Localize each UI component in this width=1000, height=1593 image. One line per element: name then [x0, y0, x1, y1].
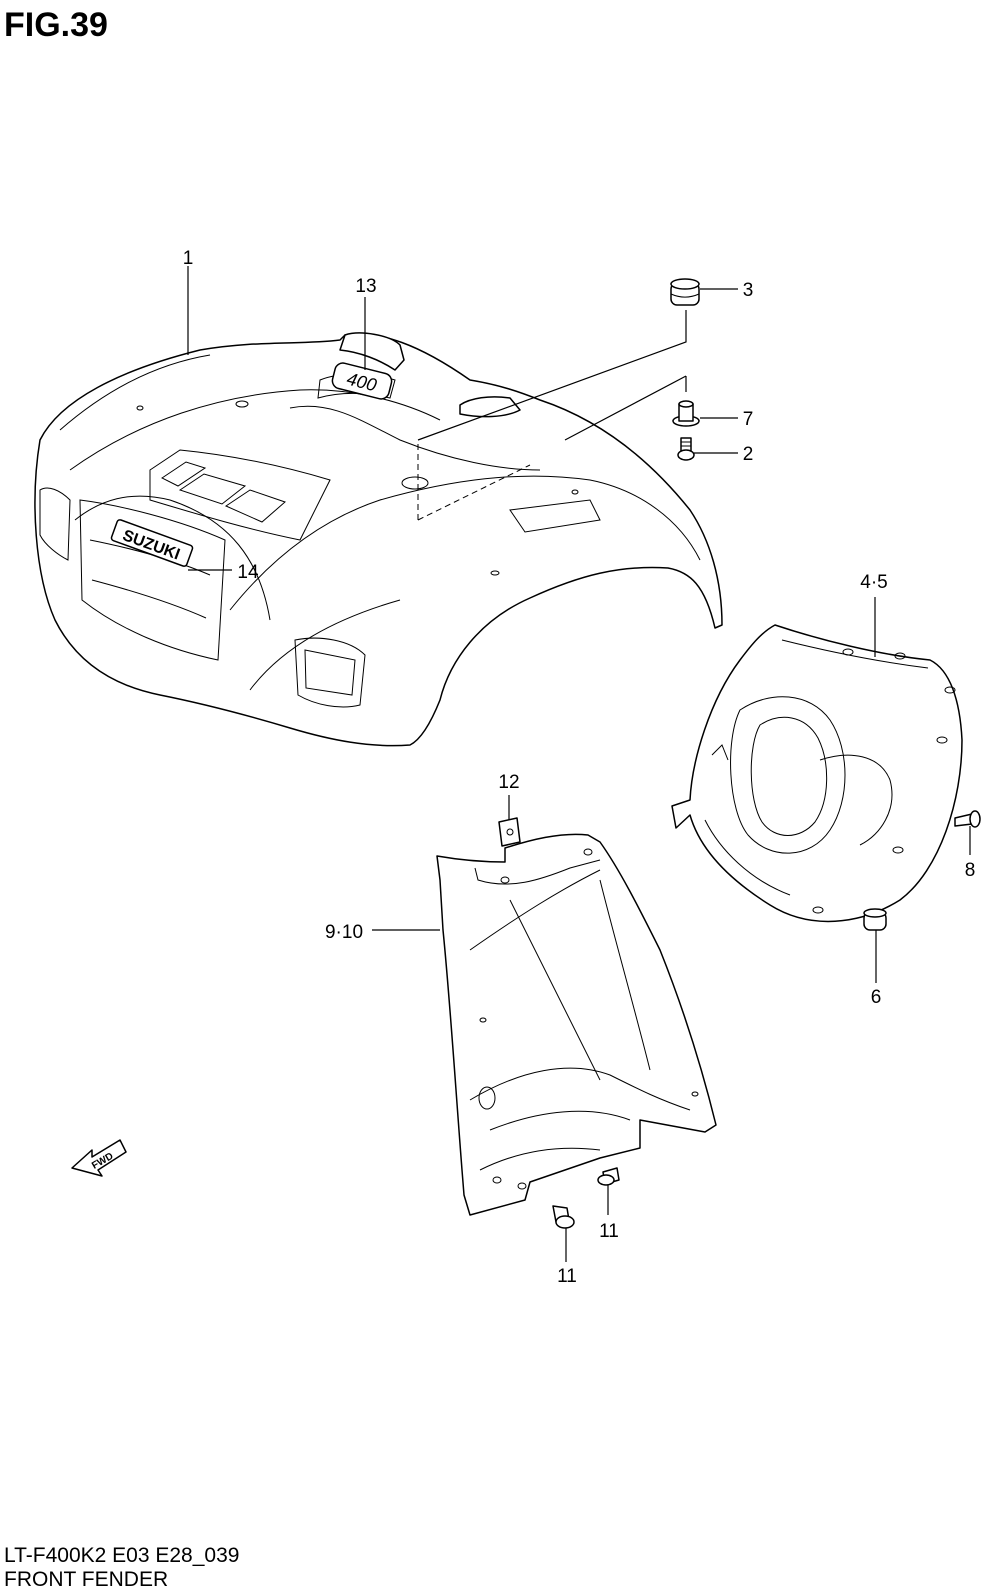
grommet-part-6: [863, 908, 887, 931]
model-code: LT-F400K2 E03 E28_039: [4, 1544, 240, 1567]
callout-11-lower: 11: [557, 1266, 577, 1287]
callout-11-upper: 11: [599, 1221, 619, 1242]
callout-7: 7: [743, 409, 754, 430]
callout-4-5: 4·5: [860, 572, 887, 593]
callout-6: 6: [871, 987, 882, 1008]
callout-9-10: 9·10: [325, 922, 363, 943]
callout-8: 8: [965, 860, 976, 881]
emblem-400: 400: [331, 362, 393, 400]
figure-title: FIG.39: [4, 6, 108, 44]
callout-labels: 1 13 3 7 2 14 4·5 12 9·10 8 6 11 11: [183, 248, 976, 1287]
front-fender-body: [34, 332, 723, 747]
screw-part-8: [954, 810, 981, 828]
clip-nut-part-12: [498, 817, 521, 847]
callout-3: 3: [743, 280, 754, 301]
bolt-part-2: [677, 437, 695, 461]
grommet-part-3: [670, 278, 700, 306]
fwd-arrow-label: FWD: [90, 1151, 115, 1172]
figure-caption: FRONT FENDER: [4, 1568, 169, 1591]
callout-2: 2: [743, 444, 754, 465]
side-panel-part-4-5: [671, 624, 963, 923]
screw-part-11-lower: [552, 1205, 575, 1229]
callout-14: 14: [237, 562, 259, 583]
callout-13: 13: [355, 276, 376, 297]
callout-12: 12: [498, 772, 519, 793]
leader-lines: [187, 266, 971, 1262]
callout-1: 1: [183, 248, 194, 269]
collar-part-7: [672, 400, 700, 427]
inner-fender-part-9-10: [436, 833, 717, 1216]
fwd-direction-arrow: FWD: [71, 1139, 127, 1177]
screw-part-11-upper: [597, 1167, 620, 1186]
